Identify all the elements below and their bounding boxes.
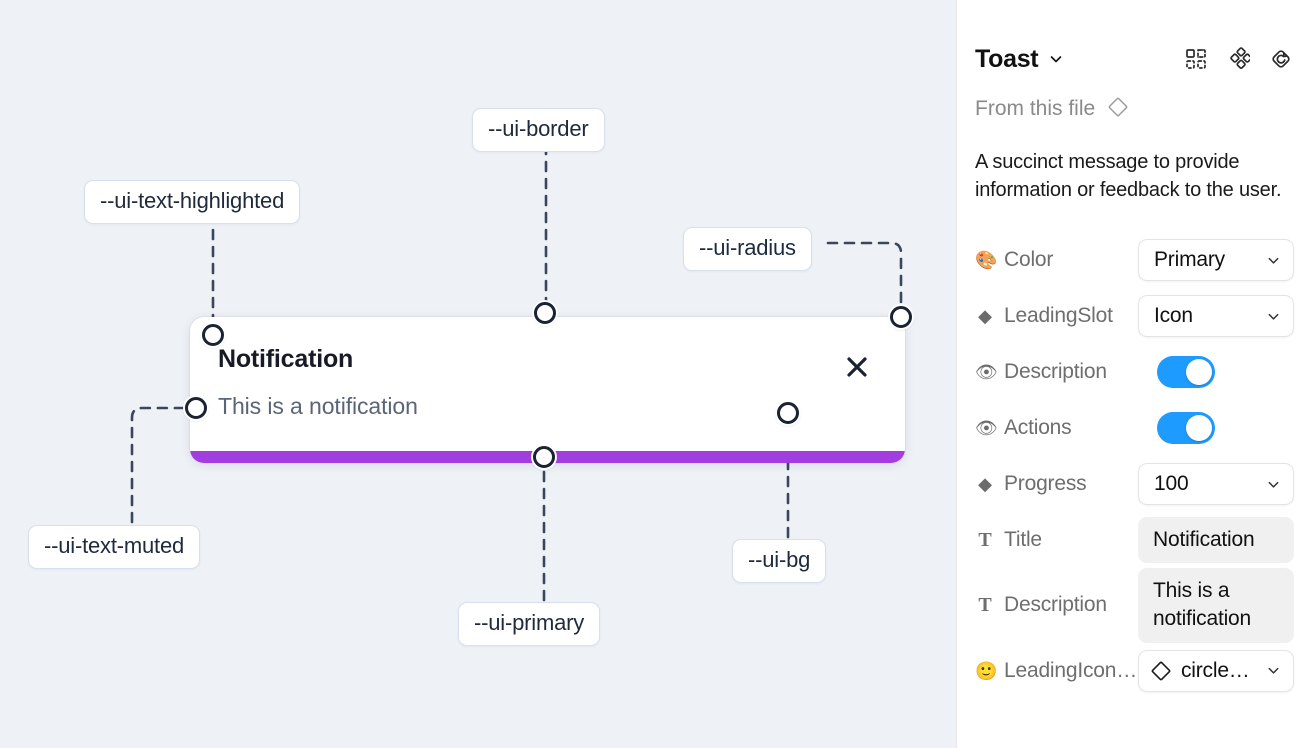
chevron-down-icon xyxy=(1266,477,1281,492)
progress-select[interactable]: 100 xyxy=(1138,463,1294,505)
toggle-knob xyxy=(1186,415,1212,441)
property-control-progress: 100 xyxy=(1138,463,1294,505)
emoji-face-icon: 🙂 xyxy=(975,660,998,681)
handle-ui-radius[interactable] xyxy=(890,306,912,328)
property-row-color: 🎨 Color Primary xyxy=(975,232,1294,288)
property-label-leadingslot: ◆ LeadingSlot xyxy=(975,304,1138,328)
token-pill-ui-radius[interactable]: --ui-radius xyxy=(683,227,812,271)
text-icon: T xyxy=(978,529,992,551)
property-control-leadingicon: circle… xyxy=(1138,649,1294,692)
token-pill-ui-border[interactable]: --ui-border xyxy=(472,108,605,152)
toast-description: This is a notification xyxy=(218,393,418,419)
chevron-down-icon[interactable] xyxy=(1048,51,1064,67)
description-input[interactable]: This is a notification xyxy=(1138,568,1294,643)
handle-ui-primary[interactable] xyxy=(533,446,555,468)
toast-component-preview[interactable]: Notification This is a notification xyxy=(190,317,905,463)
property-list: 🎨 Color Primary ◆ LeadingSlot xyxy=(975,232,1294,699)
property-row-description-text: T Description This is a notification xyxy=(975,568,1294,643)
progress-select-value: 100 xyxy=(1154,472,1189,495)
color-select-value: Primary xyxy=(1154,248,1225,271)
property-name: Description xyxy=(1004,360,1107,383)
leadingslot-select[interactable]: Icon xyxy=(1138,295,1294,337)
palette-icon: 🎨 xyxy=(975,250,998,270)
property-label-color: 🎨 Color xyxy=(975,248,1138,272)
chevron-down-icon xyxy=(1266,309,1281,324)
property-name: LeadingSlot xyxy=(1004,304,1113,327)
close-x-icon[interactable] xyxy=(843,353,871,381)
property-control-description-toggle xyxy=(1157,356,1294,388)
property-label-description-toggle: 👁 Description xyxy=(975,360,1157,384)
property-name: Color xyxy=(1004,248,1054,271)
from-this-file-row[interactable]: From this file xyxy=(975,94,1294,124)
description-toggle[interactable] xyxy=(1157,356,1215,388)
property-control-description-text: This is a notification xyxy=(1138,568,1294,643)
properties-panel: Toast xyxy=(956,0,1312,748)
leadingicon-select-value: circle… xyxy=(1181,658,1250,682)
page-title[interactable]: Toast xyxy=(975,44,1039,73)
diamond-icon: ◆ xyxy=(978,474,992,494)
actions-toggle[interactable] xyxy=(1157,412,1215,444)
property-control-title: Notification xyxy=(1138,516,1294,564)
property-name: LeadingIcon… xyxy=(1004,658,1138,682)
property-row-leadingslot: ◆ LeadingSlot Icon xyxy=(975,288,1294,344)
property-label-progress: ◆ Progress xyxy=(975,472,1138,496)
from-this-file-label: From this file xyxy=(975,97,1096,120)
property-name: Title xyxy=(1004,528,1042,551)
property-name: Progress xyxy=(1004,472,1087,495)
diamond-icon xyxy=(1149,659,1173,683)
panel-header: Toast xyxy=(975,30,1294,88)
property-row-title: T Title Notification xyxy=(975,512,1294,568)
title-input[interactable]: Notification xyxy=(1138,516,1294,564)
property-control-actions-toggle xyxy=(1157,412,1294,444)
property-row-actions-toggle: 👁 Actions xyxy=(975,400,1294,456)
color-select[interactable]: Primary xyxy=(1138,239,1294,281)
toast-title: Notification xyxy=(218,345,354,373)
text-icon: T xyxy=(978,594,992,617)
diamond-icon: ◆ xyxy=(978,306,992,326)
diamond-icon xyxy=(1107,96,1129,123)
chevron-down-icon xyxy=(1266,663,1281,678)
chevron-down-icon xyxy=(1266,253,1281,268)
component-set-icon[interactable] xyxy=(1184,47,1208,71)
component-description: A succinct message to provide informatio… xyxy=(975,151,1282,201)
property-label-description-text: T Description xyxy=(975,593,1138,617)
toggle-knob xyxy=(1186,359,1212,385)
handle-ui-text-muted[interactable] xyxy=(185,397,207,419)
panel-header-actions xyxy=(1184,46,1294,72)
property-control-leadingslot: Icon xyxy=(1138,295,1294,337)
handle-ui-border[interactable] xyxy=(534,302,556,324)
property-label-title: T Title xyxy=(975,528,1138,552)
design-canvas[interactable]: Notification This is a notification --ui… xyxy=(0,0,956,748)
property-row-description-toggle: 👁 Description xyxy=(975,344,1294,400)
token-pill-ui-bg[interactable]: --ui-bg xyxy=(732,539,827,583)
variants-icon[interactable] xyxy=(1226,47,1250,71)
property-name: Description xyxy=(1004,593,1107,617)
token-pill-ui-primary[interactable]: --ui-primary xyxy=(458,602,601,646)
handle-ui-text-highlighted[interactable] xyxy=(202,324,224,346)
property-name: Actions xyxy=(1004,416,1072,439)
leadingslot-select-value: Icon xyxy=(1154,304,1193,327)
property-row-leadingicon: 🙂 LeadingIcon… circle… xyxy=(975,643,1294,699)
handle-ui-bg[interactable] xyxy=(777,402,799,424)
token-pill-ui-text-muted[interactable]: --ui-text-muted xyxy=(28,525,201,569)
eye-icon: 👁 xyxy=(975,362,998,382)
reset-instance-icon[interactable] xyxy=(1268,46,1294,72)
property-row-progress: ◆ Progress 100 xyxy=(975,456,1294,512)
property-control-color: Primary xyxy=(1138,239,1294,281)
leadingicon-select[interactable]: circle… xyxy=(1138,649,1294,692)
property-label-leadingicon: 🙂 LeadingIcon… xyxy=(975,659,1138,683)
token-pill-ui-text-highlighted[interactable]: --ui-text-highlighted xyxy=(84,180,301,224)
property-label-actions-toggle: 👁 Actions xyxy=(975,416,1157,440)
eye-icon: 👁 xyxy=(975,418,998,438)
